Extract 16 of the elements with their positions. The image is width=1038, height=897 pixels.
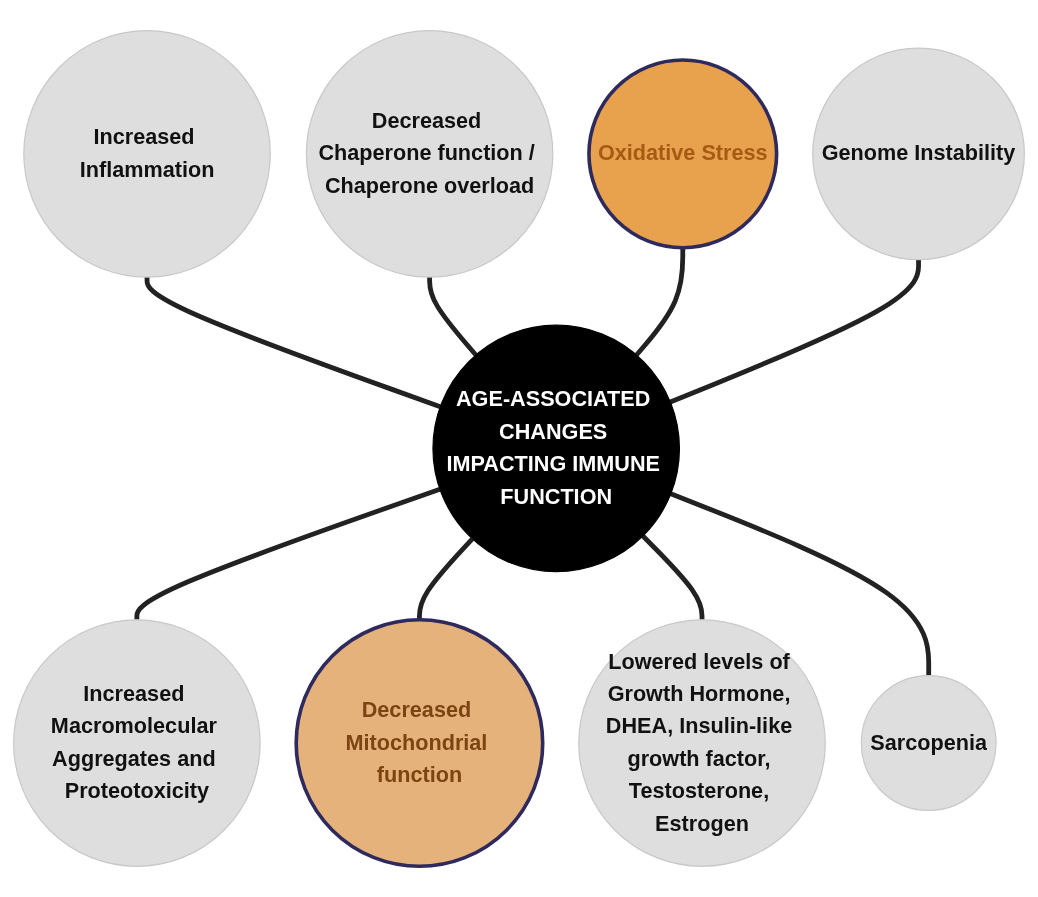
node-circle: Genome Instability	[812, 47, 1025, 261]
connector	[144, 277, 442, 409]
connector	[427, 277, 478, 357]
connector	[417, 537, 475, 620]
node-circle: Sarcopenia	[860, 675, 997, 812]
node-circle: Increased Inflammation	[23, 30, 271, 278]
node-circle: Increased Macromolecular Aggregates and Proteotoxicity	[13, 619, 261, 867]
connector	[634, 247, 686, 357]
connector	[669, 259, 921, 405]
node-circle: Decreased Mitochondrial function	[294, 618, 545, 869]
node-circle: Lowered levels of Growth Hormone, DHEA, Insulin-like growth factor, Testosterone, Estrogen	[578, 619, 826, 867]
connector	[669, 491, 932, 676]
node-circle: Oxidative Stress	[587, 58, 779, 250]
node-circle: AGE-ASSOCIATED CHANGES IMPACTING IMMUNE FUNCTION	[432, 324, 681, 573]
node-circle: Decreased Chaperone function / Chaperone overload	[305, 30, 554, 278]
connector	[641, 534, 705, 620]
